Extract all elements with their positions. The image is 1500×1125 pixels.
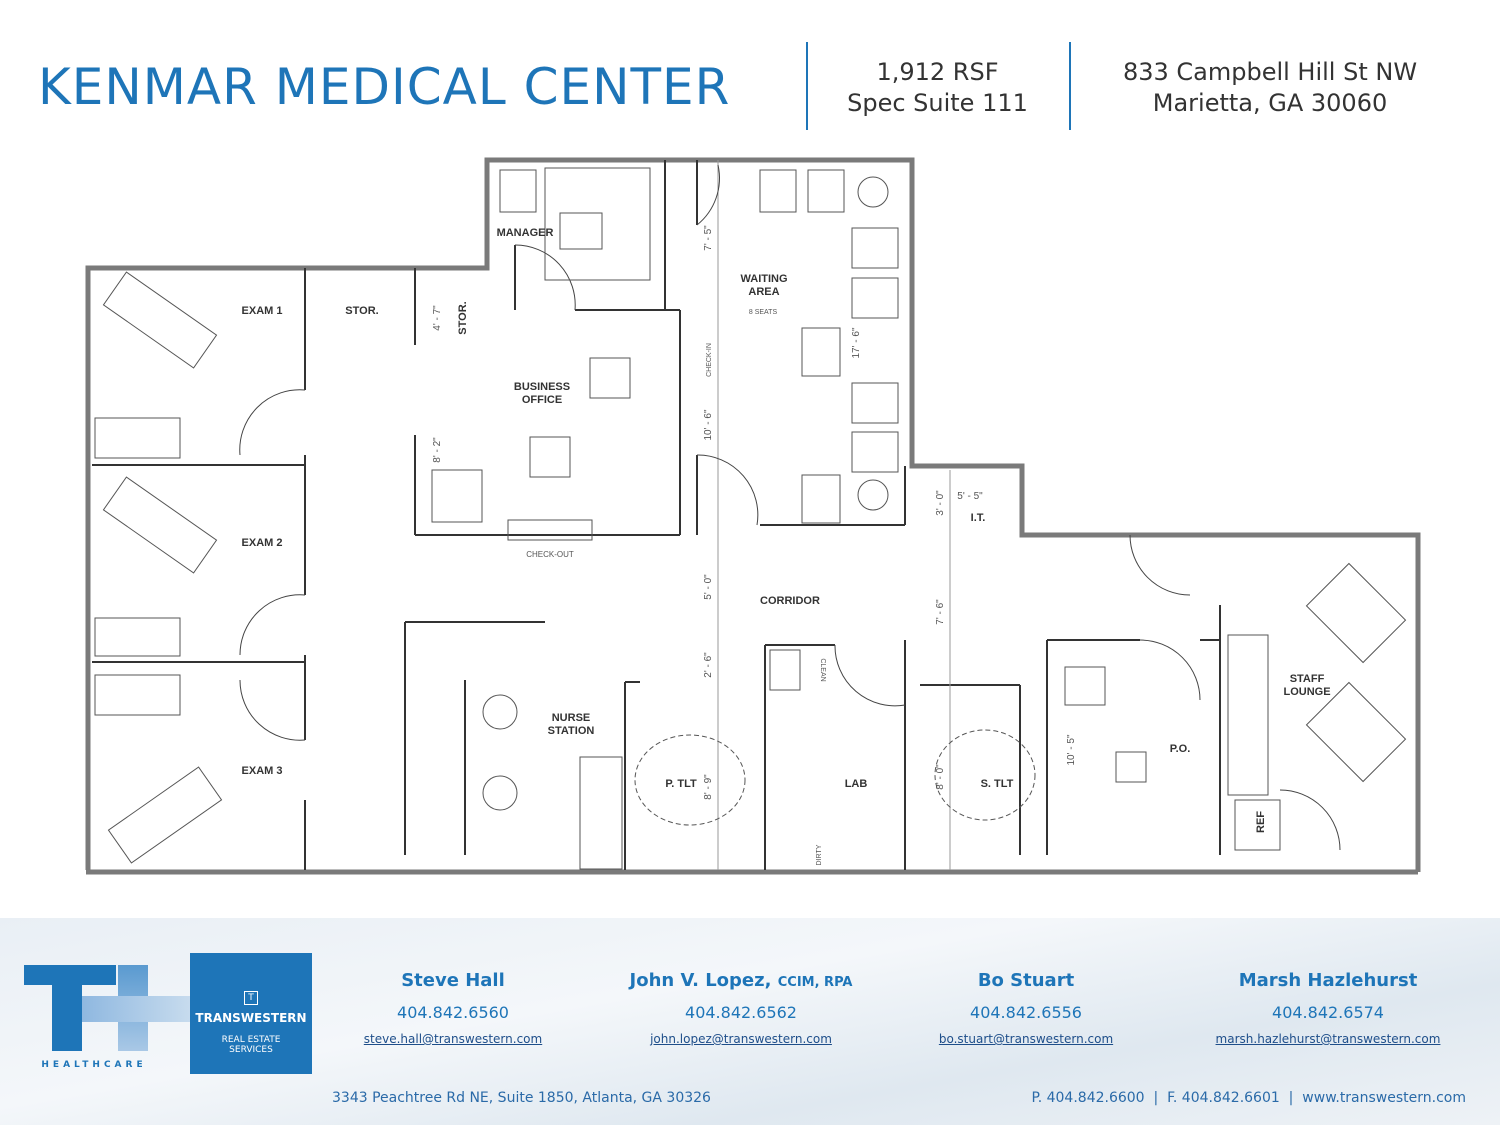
dimension: 10' - 6" — [703, 409, 714, 440]
contact-card: Steve Hall 404.842.6560 steve.hall@trans… — [303, 970, 603, 1046]
room-nurse-station: NURSE — [552, 712, 591, 724]
dimension: 8' - 0" — [935, 764, 946, 790]
address-line-1: 833 Campbell Hill St NW — [1122, 58, 1418, 86]
room-corridor: CORRIDOR — [760, 595, 820, 607]
clean-label: CLEAN — [819, 658, 826, 681]
address-line-2: Marietta, GA 30060 — [1152, 89, 1388, 117]
transwestern-logo: T TRANSWESTERN REAL ESTATE SERVICES — [190, 953, 312, 1074]
dimension: 8' - 2" — [432, 437, 443, 463]
room-nurse-station-line2: STATION — [548, 725, 595, 737]
check-out-label: CHECK-OUT — [526, 550, 574, 559]
room-labels: EXAM 1 STOR. STOR. MANAGER BUSINESS OFFI… — [242, 227, 1331, 865]
room-storage: STOR. — [345, 305, 378, 317]
transwestern-text: TRANSWESTERN — [195, 1011, 307, 1025]
room-exam-3: EXAM 3 — [242, 765, 283, 777]
exterior-walls — [85, 157, 1421, 875]
dimension: 3' - 0" — [935, 490, 946, 516]
room-storage-2: STOR. — [457, 301, 469, 334]
divider — [1069, 42, 1071, 130]
transwestern-tagline: REAL ESTATE — [221, 1035, 281, 1045]
room-exam-2: EXAM 2 — [242, 537, 283, 549]
contact-email[interactable]: marsh.hazlehurst@transwestern.com — [1215, 1032, 1441, 1046]
contact-card: Bo Stuart 404.842.6556 bo.stuart@transwe… — [876, 970, 1176, 1046]
room-it: I.T. — [971, 512, 986, 524]
room-business-office-line2: OFFICE — [522, 394, 562, 406]
room-business-office: BUSINESS — [514, 381, 570, 393]
transwestern-tagline-2: SERVICES — [229, 1045, 273, 1055]
dimension: 7' - 5" — [703, 225, 714, 251]
footer: HEALTHCARE T TRANSWESTERN REAL ESTATE SE… — [0, 918, 1500, 1125]
property-address: 833 Campbell Hill St NW Marietta, GA 300… — [1090, 57, 1450, 119]
contact-credentials: CCIM, RPA — [777, 975, 853, 990]
room-waiting-area: WAITING — [740, 273, 787, 285]
contact-phone[interactable]: 404.842.6562 — [685, 1003, 797, 1022]
room-exam-1: EXAM 1 — [242, 305, 283, 317]
healthcare-logo: HEALTHCARE — [24, 965, 192, 1075]
room-staff-lounge: STAFF — [1290, 673, 1325, 685]
room-po: P.O. — [1170, 743, 1191, 755]
room-manager: MANAGER — [497, 227, 554, 239]
room-waiting-area-line2: AREA — [748, 286, 779, 298]
furniture — [94, 167, 1407, 870]
dimension: 2' - 6" — [703, 652, 714, 678]
check-in-label: CHECK-IN — [706, 343, 713, 377]
suite-size: 1,912 RSF — [876, 58, 999, 86]
contact-email[interactable]: bo.stuart@transwestern.com — [938, 1032, 1114, 1046]
contact-name: Bo Stuart — [977, 970, 1075, 991]
contact-name: Steve Hall — [401, 970, 505, 991]
refrigerator-label: REF — [1255, 811, 1267, 833]
contact-phone[interactable]: 404.842.6574 — [1272, 1003, 1384, 1022]
divider — [806, 42, 808, 130]
dirty-label: DIRTY — [816, 844, 823, 865]
room-patient-toilet: P. TLT — [665, 778, 697, 790]
dimension: 5' - 5" — [957, 491, 983, 502]
dimension: 17' - 6" — [851, 327, 862, 358]
floor-plan: EXAM 1 STOR. STOR. MANAGER BUSINESS OFFI… — [85, 157, 1421, 875]
interior-walls — [92, 160, 1221, 870]
dimension: 10' - 5" — [1066, 734, 1077, 765]
dimension: 7' - 6" — [935, 599, 946, 625]
healthcare-text: HEALTHCARE — [41, 1060, 147, 1070]
transwestern-icon: T — [244, 991, 258, 1005]
waiting-seats: 8 SEATS — [749, 309, 778, 316]
page-title: KENMAR MEDICAL CENTER — [38, 58, 731, 116]
room-lab: LAB — [845, 778, 868, 790]
door-swings — [239, 164, 1341, 851]
dimension: 5' - 0" — [703, 574, 714, 600]
contact-phone[interactable]: 404.842.6560 — [397, 1003, 509, 1022]
dimension-labels: 4' - 7" 7' - 5" 10' - 6" 17' - 6" 8' - 2… — [432, 225, 1077, 800]
dimension: 8' - 9" — [703, 774, 714, 800]
suite-info: 1,912 RSF Spec Suite 111 — [840, 57, 1035, 119]
suite-name: Spec Suite 111 — [847, 89, 1028, 117]
contact-card: John V. Lopez, CCIM, RPA 404.842.6562 jo… — [591, 970, 891, 1046]
office-address: 3343 Peachtree Rd NE, Suite 1850, Atlant… — [332, 1090, 711, 1106]
contact-email[interactable]: john.lopez@transwestern.com — [650, 1032, 832, 1046]
room-staff-toilet: S. TLT — [981, 778, 1014, 790]
office-contact[interactable]: P. 404.842.6600 | F. 404.842.6601 | www.… — [1031, 1090, 1466, 1106]
contact-card: Marsh Hazlehurst 404.842.6574 marsh.hazl… — [1178, 970, 1478, 1046]
contact-phone[interactable]: 404.842.6556 — [970, 1003, 1082, 1022]
room-staff-lounge-line2: LOUNGE — [1283, 686, 1330, 698]
contact-name: Marsh Hazlehurst — [1238, 970, 1418, 991]
dimension: 4' - 7" — [432, 305, 443, 331]
contact-email[interactable]: steve.hall@transwestern.com — [363, 1032, 543, 1046]
contact-name: John V. Lopez, — [629, 970, 772, 991]
